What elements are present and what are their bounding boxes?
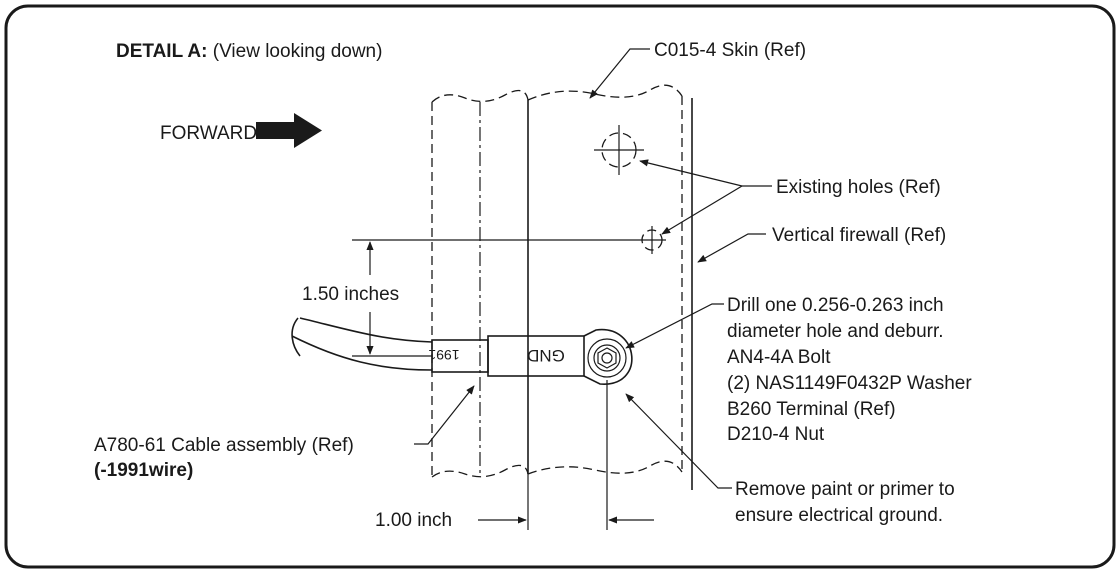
dimension-100-inch <box>478 380 654 530</box>
dimension-150-label: 1.50 inches <box>302 284 399 305</box>
existing-hole-large <box>594 125 644 175</box>
detail-title: DETAIL A: (View looking down) <box>116 41 382 62</box>
forward-arrow-icon <box>256 113 322 148</box>
forward-label: FORWARD <box>160 123 257 144</box>
cable-callout: A780-61 Cable assembly (Ref) <box>94 435 354 456</box>
firewall-callout: Vertical firewall (Ref) <box>772 225 946 246</box>
existing-hole-small <box>638 226 666 254</box>
cable-assembly <box>291 317 585 377</box>
sleeve-wire-number: 1991 <box>428 347 459 363</box>
dimension-100-label: 1.00 inch <box>375 510 452 531</box>
drill-callout: Drill one 0.256-0.263 inch diameter hole… <box>727 295 977 445</box>
terminal-lug-icon <box>583 328 633 385</box>
firewall-panel <box>431 84 693 490</box>
existing-holes-callout: Existing holes (Ref) <box>776 177 941 198</box>
skin-callout: C015-4 Skin (Ref) <box>654 40 806 61</box>
paint-callout: Remove paint or primer to ensure electri… <box>735 479 960 526</box>
detail-frame <box>4 4 1116 569</box>
sleeve-gnd-label: GND <box>527 346 565 365</box>
cable-wire-callout: (-1991wire) <box>94 460 193 481</box>
